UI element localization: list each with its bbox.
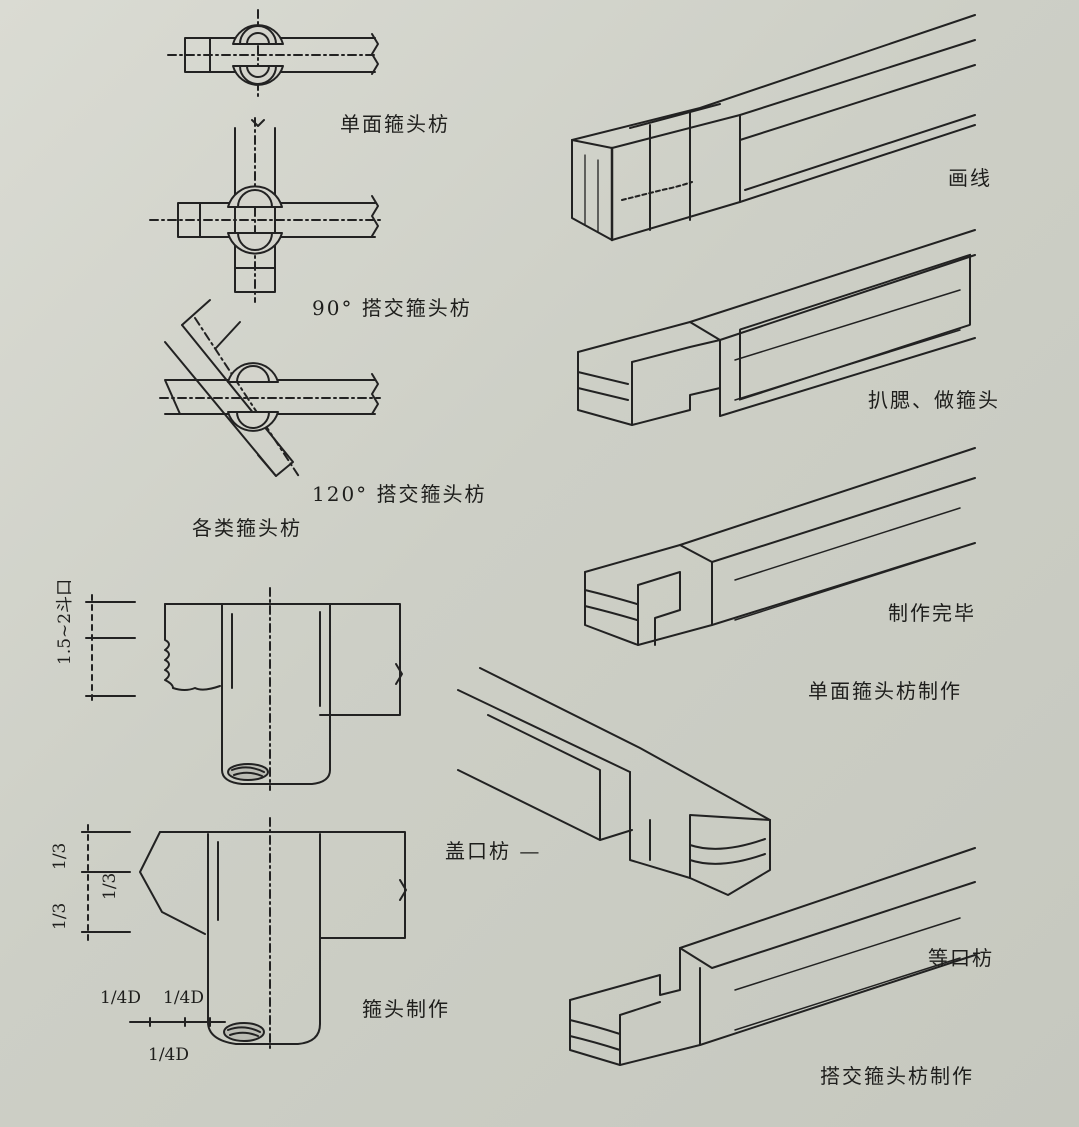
dim-quarter-b: 1/4D	[163, 988, 204, 1008]
dim-third-a: 1/3	[50, 842, 70, 870]
dim-range-label: 1.5~2斗口	[55, 578, 75, 665]
beam-equal	[569, 847, 976, 1066]
label-cover-beam: 盖口枋 —	[445, 839, 542, 863]
label-finished: 制作完毕	[888, 601, 976, 625]
dim-quarter-c: 1/4D	[148, 1045, 189, 1065]
cross-90-drawing	[149, 117, 381, 303]
label-make-head: 扒腮、做箍头	[868, 388, 1000, 412]
cross-120-drawing	[159, 299, 381, 479]
label-head-making: 箍头制作	[362, 997, 450, 1021]
post-section	[232, 24, 284, 86]
dim-third-c: 1/3	[100, 872, 120, 900]
label-cross-90: 90° 搭交箍头枋	[312, 296, 472, 320]
beam-draw-line	[571, 14, 976, 242]
head-detail-upper	[85, 587, 403, 791]
dim-quarter-a: 1/4D	[100, 988, 141, 1008]
label-equal-beam: 等口枋	[928, 946, 994, 970]
beam-cover	[457, 667, 771, 896]
label-single-making: 单面箍头枋制作	[808, 679, 962, 703]
single-face-beam-drawing	[167, 9, 379, 99]
dim-third-b: 1/3	[50, 902, 70, 930]
label-cross-120: 120° 搭交箍头枋	[312, 482, 487, 506]
head-detail-lower	[81, 817, 407, 1051]
label-draw-line: 画线	[948, 166, 992, 190]
beam-make-head	[577, 229, 976, 426]
label-single-face: 单面箍头枋	[340, 112, 450, 136]
label-cross-making: 搭交箍头枋制作	[820, 1064, 974, 1088]
label-types-caption: 各类箍头枋	[192, 516, 302, 540]
beam-finished	[584, 447, 976, 646]
